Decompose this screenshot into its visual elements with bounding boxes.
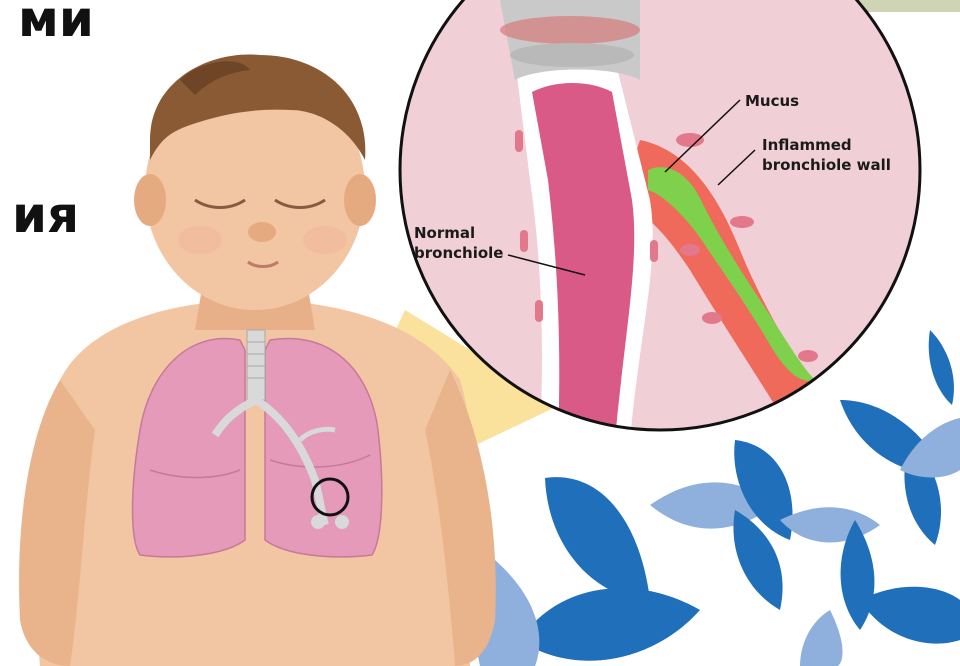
- label-normal-line1: Normal: [414, 224, 475, 242]
- label-mucus: Mucus: [745, 92, 799, 110]
- label-inflamed-line1: Inflammed: [762, 136, 852, 154]
- title-fragment-middle: ия: [12, 190, 79, 240]
- label-inflamed-line2: bronchiole wall: [762, 156, 891, 174]
- label-normal-line2: bronchiole: [414, 244, 503, 262]
- title-fragment-top: ми: [18, 0, 94, 44]
